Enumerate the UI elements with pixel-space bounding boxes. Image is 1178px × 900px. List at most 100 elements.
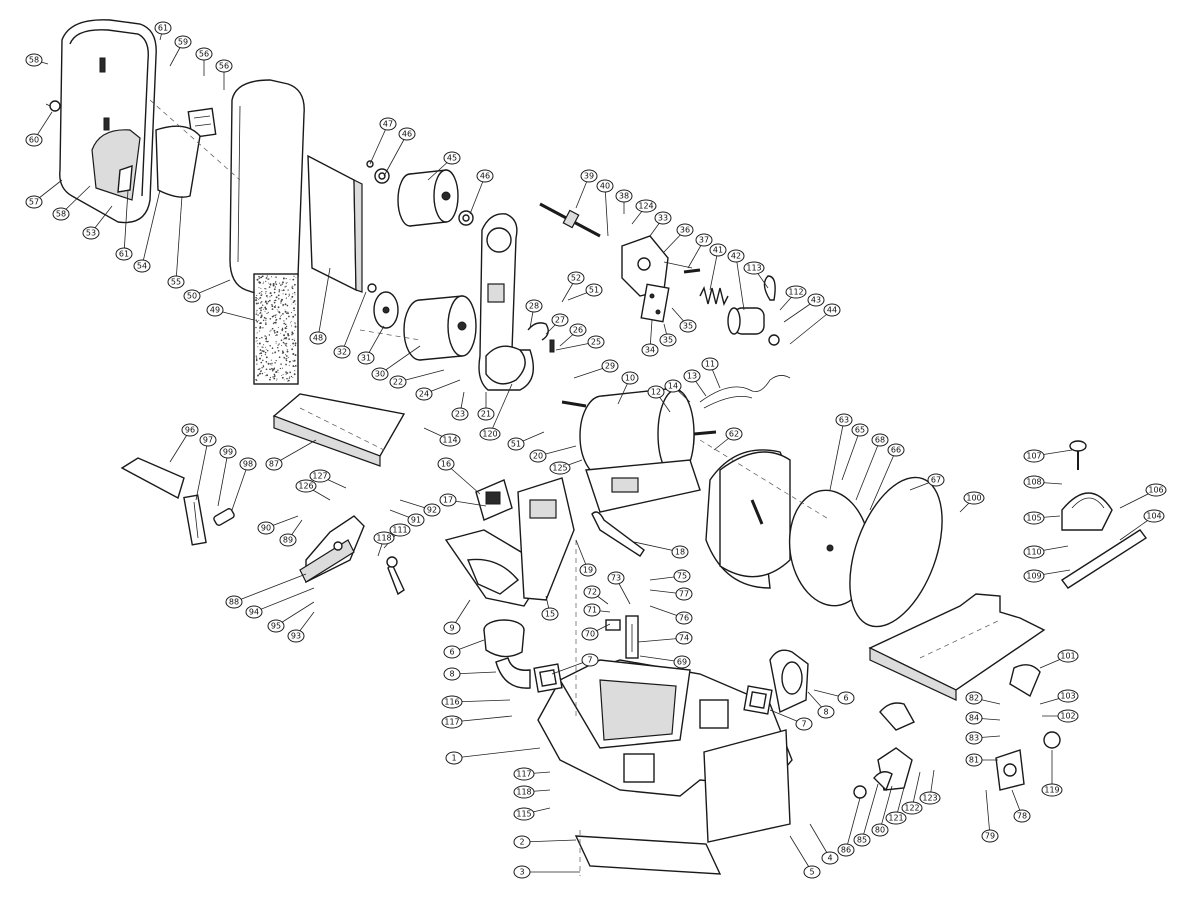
callout-80: 80 [871,823,889,837]
callout-number: 78 [1017,812,1027,821]
callout-number: 96 [185,426,195,435]
grit-speck [281,367,283,369]
grit-speck [286,348,288,351]
callout-bubble [654,211,672,225]
callout-bubble [1023,569,1045,583]
callout-bubble [476,169,494,183]
grit-speck [278,356,281,359]
callout-bubble [371,367,389,381]
callout-number: 31 [361,354,371,363]
callout-28: 28 [525,299,543,313]
callout-bubble [551,313,569,327]
callout-number: 29 [605,362,615,371]
grit-speck [265,341,267,343]
grit-speck [283,278,285,280]
grit-speck [259,349,262,351]
grit-speck [259,357,261,360]
grit-speck [257,314,259,316]
grit-speck [285,371,287,373]
callout-number: 70 [585,630,595,639]
grit-speck [278,306,280,308]
callout-number: 119 [1044,786,1059,795]
grit-speck [280,302,282,304]
callout-bubble [965,691,983,705]
callout-bubble [621,371,639,385]
callout-number: 115 [516,810,531,819]
callout-25: 25 [587,335,605,349]
grit-speck [267,362,270,365]
callout-number: 127 [312,472,327,481]
callout-number: 4 [827,854,832,863]
grit-speck [289,361,291,362]
callout-4: 4 [821,851,839,865]
grit-speck [259,368,261,370]
callout-number: 90 [261,524,271,533]
grit-speck [287,311,289,313]
grit-speck [264,288,266,290]
grit-speck [274,299,277,302]
callout-bubble [309,331,327,345]
grit-speck [279,284,282,286]
callout-bubble [821,851,839,865]
grit-speck [255,341,257,343]
grit-speck [272,284,275,287]
callout-leader-46 [469,175,486,215]
grit-speck [282,373,284,376]
grit-speck [272,283,275,285]
callout-bubble [513,767,535,781]
grit-speck [294,294,296,296]
trunnion-78 [995,749,1025,791]
callout-19: 19 [579,563,597,577]
grit-speck [285,344,287,347]
grit-speck [294,322,296,324]
grit-speck [271,362,273,364]
gasket-7-left [533,663,563,693]
callout-bubble [580,169,598,183]
tracking-shaft [539,202,601,238]
callout-bubble [181,423,199,437]
grit-speck [292,377,294,378]
callout-13: 13 [683,369,701,383]
callout-58: 58 [52,207,70,221]
grit-speck [279,282,281,284]
grit-speck [286,377,288,380]
grit-speck [275,370,278,373]
grit-speck [264,351,267,354]
grit-speck [293,330,295,331]
grit-speck [280,339,283,342]
callout-number: 6 [449,648,454,657]
callout-number: 122 [904,804,919,813]
callout-number: 47 [383,120,393,129]
callout-bubble [549,461,571,475]
grit-speck [288,293,290,295]
grit-speck [274,316,277,318]
grit-speck [262,304,264,306]
grit-speck [256,311,258,313]
callout-26: 26 [569,323,587,337]
gasket-7-right [743,685,773,715]
grit-speck [276,331,279,333]
bearing-46-right [458,210,474,226]
grit-speck [268,299,271,302]
callout-number: 2 [519,838,524,847]
grit-speck [274,322,276,324]
grit-speck [256,379,258,382]
grit-speck [281,298,283,301]
grit-speck [294,344,297,346]
callout-57: 57 [25,195,43,209]
callout-bubble [676,223,694,237]
side-panel-5 [703,729,791,843]
callout-number: 18 [675,548,685,557]
grit-speck [262,359,264,362]
motor-cover [517,477,575,601]
callout-88: 88 [225,595,243,609]
callout-bubble [133,259,151,273]
callout-bubble [439,493,457,507]
callout-99: 99 [219,445,237,459]
callout-leader-85 [861,783,879,841]
grit-speck [260,309,262,312]
grit-speck [275,280,277,283]
callout-bubble [267,619,285,633]
grit-speck [292,315,295,318]
callout-61: 61 [115,247,133,261]
